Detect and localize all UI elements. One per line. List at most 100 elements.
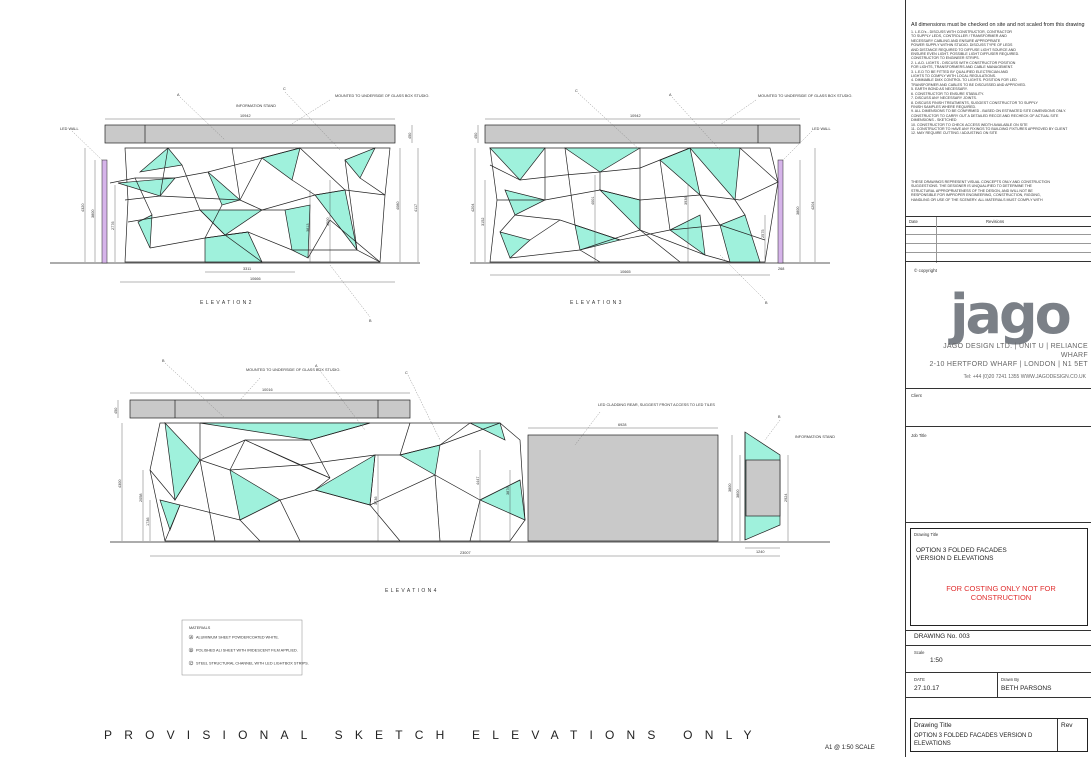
bottom-drawing-title-label: Drawing Title xyxy=(914,722,952,729)
e4-height-dim-5: 4447 xyxy=(476,477,480,485)
elevation-4: 10016 23007 6928 1240 4300 2058 1736 373… xyxy=(110,359,835,594)
rev-date-col: Date xyxy=(909,219,918,224)
e3-height-dim-3: 4001 xyxy=(591,197,595,205)
rev-revisions-col: Revisions xyxy=(986,219,1005,224)
note-line: DIMENSIONS - SKETCHED xyxy=(911,118,957,123)
material-key-c: C xyxy=(190,662,193,666)
revision-header: Date Revisions xyxy=(906,216,1091,263)
e4-mounted-note: MOUNTED TO UNDERSIDE OF GLASS BOX STUDIO… xyxy=(246,368,340,372)
e4-total-dim: 23007 xyxy=(460,551,471,555)
material-key-a: A xyxy=(190,636,193,640)
note-line: 7. DISCUSS ANY NECESSARY JOINTS. xyxy=(911,96,977,101)
note-line: 1. L.E.D's - DISCUSS WITH CONSTRUCTOR, C… xyxy=(911,30,1012,34)
note-line: LIGHTS TO COMPLY WITH LOCAL REGULATIONS. xyxy=(911,74,997,79)
e2-height-dim-4: 3813 xyxy=(306,224,310,232)
e4-stand-dim: 1240 xyxy=(756,550,764,554)
e2-height-dim-3: 2776 xyxy=(111,222,115,230)
note-line: 8. DISCUSS FINISH TREATMENTS, SUGGEST CO… xyxy=(911,100,1038,105)
bottom-title-box: Drawing Title OPTION 3 FOLDED FACADES VE… xyxy=(910,718,1088,752)
note-line: 11. CONSTRUCTOR TO HAVE ANY FIXINGS TO B… xyxy=(911,126,1068,131)
note-line: POWER SUPPLY WITHIN STUDIO. DISCUSS TYPE… xyxy=(911,43,1013,48)
info-stand-panel xyxy=(129,399,411,419)
e4-height-dim-6: 3876 xyxy=(506,487,510,495)
note-line: 4. DIMMABLE DMX CONTROL TO LIGHTS. POSIT… xyxy=(911,78,1017,83)
e4-info-stand: INFORMATION STAND xyxy=(795,435,835,439)
drawing-title-box: Drawing Title OPTION 3 FOLDED FACADES VE… xyxy=(910,528,1088,626)
note-line: ENSURE EVEN LIGHT. POSSIBLE LIGHT DIFFUS… xyxy=(911,52,1020,57)
info-stand-panel xyxy=(484,124,801,144)
sheet-scale-note: A1 @ 1:50 SCALE xyxy=(825,745,875,751)
note-line: AND DISTANCE REQUIRED TO DIFFUSE LIGHT S… xyxy=(911,47,1016,52)
e3-floor-note: 268 xyxy=(778,267,784,271)
e2-info-stand: INFORMATION STAND xyxy=(236,104,276,108)
material-c: STEEL STRUCTURAL CHANNEL WITH LED LIGHTB… xyxy=(196,662,309,666)
materials-legend: MATERIALS A ALUMINIUM SHEET POWDERCOATED… xyxy=(181,619,309,676)
general-notes: 1. L.E.D's - DISCUSS WITH CONSTRUCTOR, C… xyxy=(911,30,1081,136)
e2-bottom-dim: 10666 xyxy=(250,277,261,281)
note-line: TO SUPPLY LEDS, CONTROLLER / TRANSFORMER… xyxy=(911,34,1007,39)
e4-panel-dim: 6928 xyxy=(618,423,626,427)
led-wall xyxy=(101,159,108,264)
material-b: POLISHED ALI SHEET WITH IRIDESCENT FILM … xyxy=(196,649,298,653)
e3-callout-b: B xyxy=(765,301,768,305)
note-line: 10. CONSTRUCTOR TO CHECK ACCESS WIDTH AV… xyxy=(911,122,1028,127)
scale-value: 1:50 xyxy=(930,657,943,664)
e4-top-dim: 10016 xyxy=(262,388,273,392)
led-cladding-box xyxy=(527,434,719,542)
e2-callout-b: B xyxy=(369,319,372,323)
title-block: All dimensions must be checked on site a… xyxy=(905,0,1091,757)
e2-label: E L E V A T I O N 2 xyxy=(200,300,252,306)
e2-callout-a: A xyxy=(177,93,180,97)
jago-logo: jago xyxy=(950,283,1072,346)
e3-height-dim-5: 2575 xyxy=(761,230,765,238)
e4-height-dim-8: 3800 xyxy=(736,490,740,498)
costing-note: FOR COSTING ONLY NOT FOR CONSTRUCTION xyxy=(946,584,1056,602)
led-wall xyxy=(777,159,784,264)
e2-right-dim: 450 xyxy=(408,133,412,139)
e3-top-dim: 10942 xyxy=(630,114,641,118)
e3-led-wall-label: LED WALL xyxy=(812,127,831,131)
e2-height-dim-2: 3800 xyxy=(91,210,95,218)
e3-height-dim-4: 3936 xyxy=(684,197,688,205)
revision-row xyxy=(906,225,1091,235)
material-key-b: B xyxy=(190,649,193,653)
e2-height-dim-1: 4320 xyxy=(81,204,85,212)
drawing-title-label: Drawing Title xyxy=(914,532,939,537)
copyright: © copyright xyxy=(914,268,937,273)
sheet-bottom-title: PROVISIONAL SKETCH ELEVATIONS ONLY xyxy=(104,728,764,742)
e2-callout-c: C xyxy=(283,87,286,91)
e4-led-rear-note: LED CLADDING REAR, SUGGEST FRONT ACCESS … xyxy=(598,403,715,407)
e4-height-dim-7: 3800 xyxy=(728,484,732,492)
e4-height-dim-2: 2058 xyxy=(139,494,143,502)
drawing-title: OPTION 3 FOLDED FACADES VERSION D ELEVAT… xyxy=(916,547,1007,562)
e2-height-dim-6: 4080 xyxy=(396,202,400,210)
disclaimer-line: RESPONSIBLE FOR IMPROPER ENGINEERING, CO… xyxy=(911,193,1041,198)
e4-label: E L E V A T I O N 4 xyxy=(385,588,437,594)
drawn-by-value: BETH PARSONS xyxy=(1001,685,1052,692)
note-line: 9. ALL DIMENSIONS TO BE CONFIRMED - BASE… xyxy=(911,109,1067,114)
e4-height-dim-3: 1736 xyxy=(146,518,150,526)
note-line: TRANSFORMER AND CABLES TO BE DISCUSSED A… xyxy=(911,82,1027,87)
e4-callout-a: A xyxy=(315,364,318,368)
e2-span-dim: 3311 xyxy=(243,267,251,271)
note-line: FINISH SAMPLES WHERE REQUIRED. xyxy=(911,104,977,109)
disclaimer: THESE DRAWINGS REPRESENT VISUAL CONCEPTS… xyxy=(911,180,1076,202)
e3-callout-c: C xyxy=(575,89,578,93)
disclaimer-line: HANDLING OR USE OF THE SCENERY. ALL MATE… xyxy=(911,197,1043,202)
date-value: 27.10.17 xyxy=(914,685,940,692)
e3-left-dim: 450 xyxy=(474,133,478,139)
e2-mounted-note: MOUNTED TO UNDERSIDE OF GLASS BOX STUDIO… xyxy=(335,94,429,98)
e2-led-wall-label: LED WALL xyxy=(60,127,79,131)
e4-height-dim-4: 3736 xyxy=(374,497,378,505)
e3-height-dim-7: 4204 xyxy=(811,202,815,210)
rev-label: Rev xyxy=(1061,722,1073,729)
material-a: ALUMINIUM SHEET POWDERCOATED WHITE. xyxy=(196,636,279,640)
company-line-1: JAGO DESIGN LTD. | UNIT U | RELIANCE WHA… xyxy=(943,343,1088,359)
disclaimer-line: STRUCTURAL APPROPRIATENESS OF THE DESIGN… xyxy=(911,188,1033,193)
revision-row xyxy=(906,252,1091,262)
disclaimer-line: THESE DRAWINGS REPRESENT VISUAL CONCEPTS… xyxy=(911,180,1050,184)
note-line: 3. L.E.D TO BE FITTED BY QUALIFIED ELECT… xyxy=(911,69,1009,74)
e2-top-dim: 10942 xyxy=(240,114,251,118)
e3-height-dim-1: 4204 xyxy=(471,204,475,212)
